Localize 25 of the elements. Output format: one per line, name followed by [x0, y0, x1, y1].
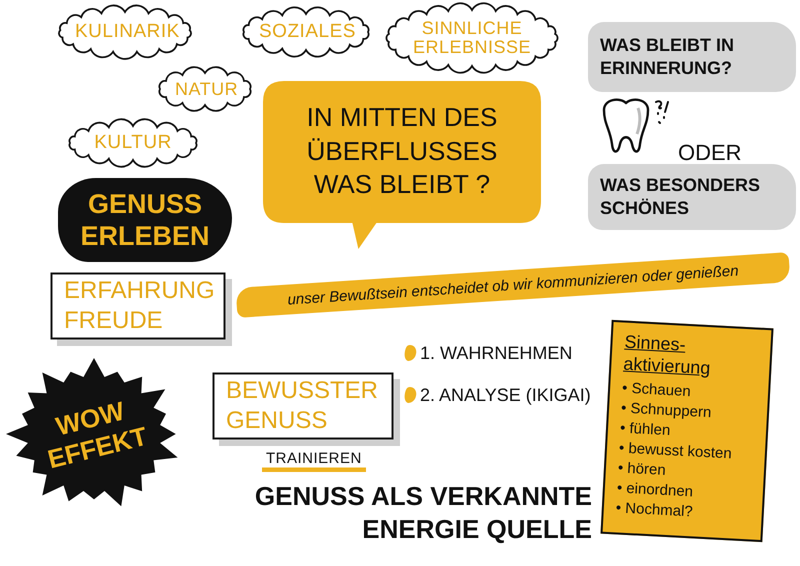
- topic-text: NATUR: [175, 78, 235, 100]
- caption-text: TRAINIEREN: [262, 450, 366, 472]
- step-text: 1. WAHRNEHMEN: [420, 343, 572, 364]
- question-text: IN MITTEN DES ÜBERFLUSSES WAS BLEIBT ?: [306, 100, 498, 202]
- keyword-text: ERFAHRUNG FREUDE: [64, 276, 215, 336]
- band-text: unser Bewußtsein entscheidet ob wir kommunizieren oder genießen: [286, 262, 740, 308]
- frame-box: [50, 272, 232, 346]
- topic-text: SOZIALES: [259, 21, 353, 43]
- note-box: [588, 164, 796, 230]
- speech-bubble: [262, 80, 542, 250]
- note-box: [588, 22, 796, 92]
- ink-blob: [58, 178, 232, 262]
- step-text: 2. ANALYSE (IKIGAI): [420, 385, 591, 406]
- keyword-text: BEWUSSTER GENUSS: [226, 376, 380, 436]
- heading-text: GENUSS ERLEBEN: [80, 188, 210, 252]
- topic-text: KULTUR: [94, 132, 172, 154]
- question-text: WAS BESONDERS SCHÖNES: [600, 174, 762, 220]
- list-item: • fühlen: [620, 419, 672, 442]
- headline-text: GENUSS ALS VERKANNTE ENERGIE QUELLE: [254, 480, 592, 545]
- conjunction-text: ODER: [678, 140, 742, 166]
- topic-text: SINNLICHE ERLEBNISSE: [412, 19, 532, 57]
- burst-text: WOW EFFEKT: [44, 394, 152, 476]
- note-heading: Sinnes- aktivierung: [622, 332, 712, 380]
- question-text: WAS BLEIBT IN ERINNERUNG?: [600, 34, 735, 80]
- frame-box: [212, 372, 400, 446]
